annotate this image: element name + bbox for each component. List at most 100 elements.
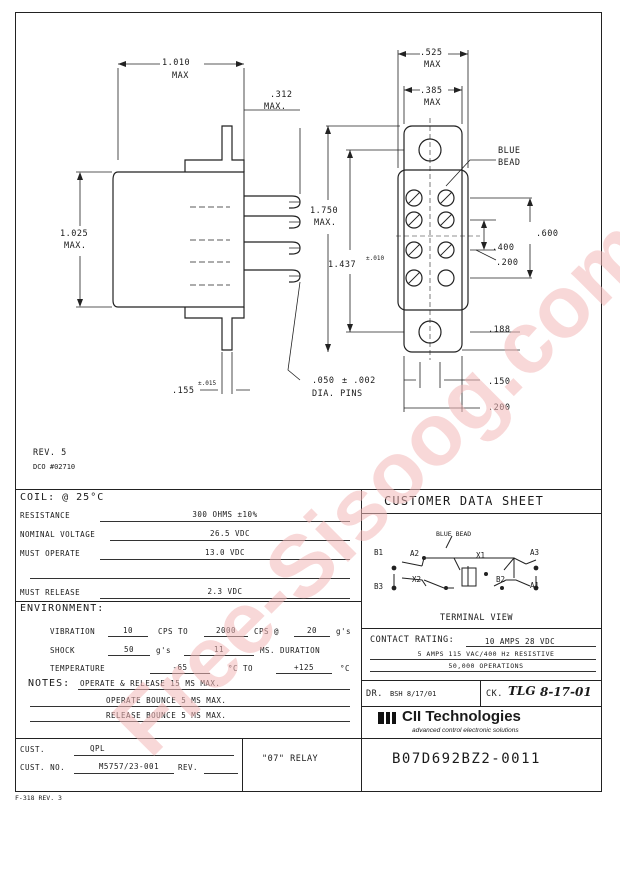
cust-no-value: M5757/23-001 [98, 762, 160, 771]
dim-pin-span-tol: ±.010 [366, 255, 385, 262]
drawn-by-label: DR. [366, 689, 383, 699]
terminal-b1: B1 [374, 548, 384, 557]
brand-tagline: advanced control electronic solutions [412, 727, 519, 734]
cust-no-underline [74, 773, 174, 774]
customer-data-sheet-title: CUSTOMER DATA SHEET [384, 494, 545, 508]
vibration-unit: g's [336, 627, 352, 636]
dim-inner-width-max: MAX [424, 98, 441, 108]
dim-inner-width: .385 [420, 86, 443, 96]
dim-end-width-max: MAX [424, 60, 441, 70]
bead-label-2: BEAD [498, 158, 521, 168]
must-release-underline [100, 598, 350, 599]
vibration-g-line [294, 636, 330, 637]
nominal-underline [110, 540, 350, 541]
temperature-to: °C TO [228, 664, 254, 673]
terminal-x1: X1 [476, 551, 486, 560]
dim-188: .188 [488, 325, 511, 335]
vibration-to: 2000 [215, 626, 237, 635]
dim-155: .155 [172, 386, 195, 396]
note-line-3: RELEASE BOUNCE 5 MS MAX. [106, 711, 227, 720]
terminal-b2: B2 [496, 575, 506, 584]
form-number: F-318 REV. 3 [15, 794, 62, 802]
blank-underline [30, 578, 350, 579]
temperature-low: -65 [172, 663, 188, 672]
checked-by-label: CK. [486, 689, 503, 699]
terminal-b3: B3 [374, 582, 384, 591]
nominal-voltage-value: 26.5 VDC [209, 529, 251, 538]
temperature-label: TEMPERATURE [50, 664, 106, 673]
vibration-cps-to: CPS TO [158, 627, 189, 636]
terminal-a2: A2 [410, 549, 420, 558]
column-divider [361, 489, 362, 792]
dim-width-top-max: MAX [172, 71, 189, 81]
must-operate-value: 13.0 VDC [204, 548, 246, 557]
dr-rule [361, 706, 602, 707]
dim-400: .400 [492, 243, 515, 253]
dim-pin-offset: .312 [270, 90, 293, 100]
terminal-rule [361, 628, 602, 629]
temperature-unit: °C [340, 664, 351, 673]
dim-pin-span: 1.437 [328, 260, 357, 270]
cust-value: QPL [90, 744, 106, 753]
terminal-view-caption: TERMINAL VIEW [440, 613, 514, 623]
vibration-cps-at: CPS @ [254, 627, 280, 636]
note-line-1: OPERATE & RELEASE 15 MS MAX. [80, 679, 221, 688]
part-number: B07D692BZ2-0011 [392, 751, 541, 767]
must-release-label: MUST RELEASE [20, 588, 81, 597]
rev-underline [204, 773, 238, 774]
resistance-underline [100, 521, 350, 522]
schematic-blue-bead: BLUE BEAD [436, 530, 472, 538]
contact-rating-line-2: 5 AMPS 115 VAC/400 Hz RESISTIVE [417, 650, 555, 658]
coil-heading: COIL: @ 25°C [20, 492, 105, 503]
shock-duration-label: MS. DURATION [260, 646, 321, 655]
dim-body-height: 1.750 [310, 206, 339, 216]
vibration-to-line [204, 636, 248, 637]
shock-g-line [108, 655, 150, 656]
vibration-from-line [108, 636, 148, 637]
dim-height-side: 1.025 [60, 229, 89, 239]
bead-label-1: BLUE [498, 146, 521, 156]
contact-underline-2 [370, 659, 596, 660]
dim-600: .600 [536, 229, 559, 239]
mechanical-drawing [76, 50, 533, 412]
contact-rating-line-3: 50,000 OPERATIONS [448, 662, 524, 670]
shock-unit: g's [156, 646, 172, 655]
must-operate-label: MUST OPERATE [20, 549, 81, 558]
relay-divider-left [242, 738, 243, 792]
title-rule [361, 513, 602, 514]
note-underline-1 [78, 689, 350, 690]
contact-underline-1 [466, 646, 596, 647]
drawn-by-value: BSH 8/17/01 [390, 690, 437, 698]
dim-pin-offset-max: MAX. [264, 102, 287, 112]
vibration-label: VIBRATION [50, 627, 96, 636]
must-operate-underline [100, 559, 350, 560]
datasheet-frame [15, 12, 602, 792]
cust-underline [74, 755, 234, 756]
vibration-from: 10 [122, 626, 134, 635]
terminal-a3: A3 [530, 548, 540, 557]
table-top-rule [15, 489, 602, 490]
dim-height-side-max: MAX. [64, 241, 87, 251]
note-line-2: OPERATE BOUNCE 5 MS MAX. [106, 696, 227, 705]
checked-by-initials: TLG [508, 684, 536, 698]
env-rule [15, 601, 361, 602]
vibration-g: 20 [306, 626, 318, 635]
terminal-schematic [391, 535, 539, 591]
dim-pin-dia-label: DIA. PINS [312, 389, 363, 399]
dim-150: .150 [488, 377, 511, 387]
dr-ck-divider [480, 680, 481, 706]
cust-label: CUST. [20, 745, 46, 754]
brand-name: CII Technologies [402, 708, 521, 725]
shock-duration-value: 11 [213, 645, 225, 654]
notes-heading: NOTES: [28, 678, 71, 689]
dim-end-width: .525 [420, 48, 443, 58]
dim-pin-dia-tol: ± .002 [342, 376, 376, 386]
terminal-x2: X2 [412, 575, 422, 584]
resistance-label: RESISTANCE [20, 511, 71, 520]
note-underline-3 [30, 721, 350, 722]
rev-label: REV. [178, 763, 199, 772]
nominal-voltage-label: NOMINAL VOLTAGE [20, 530, 96, 539]
cust-no-label: CUST. NO. [20, 763, 66, 772]
must-release-value: 2.3 VDC [207, 587, 243, 596]
dim-body-height-max: MAX. [314, 218, 337, 228]
